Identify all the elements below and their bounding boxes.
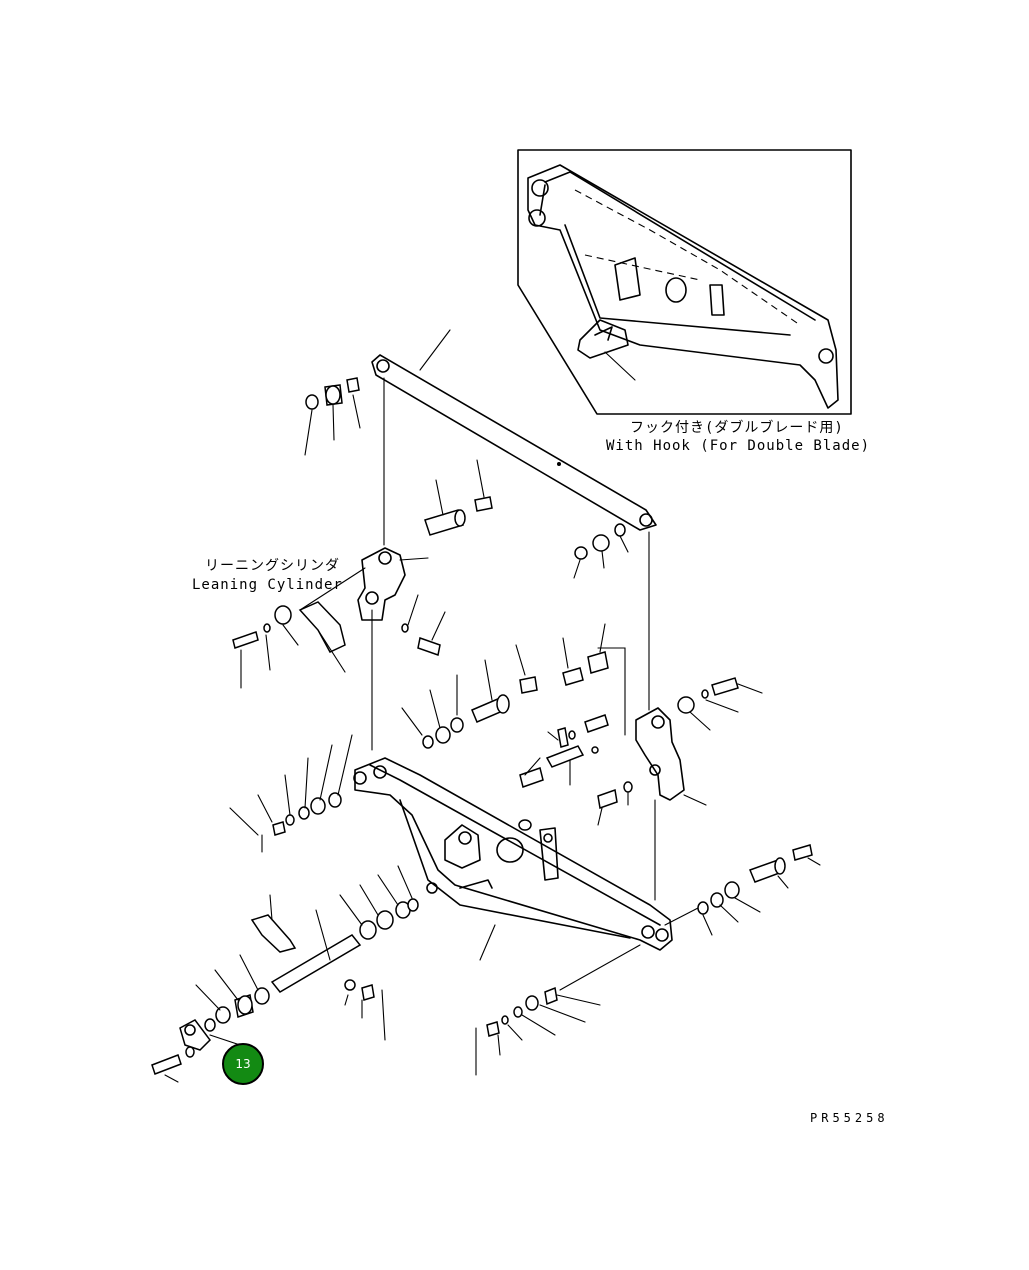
inset-frame — [517, 149, 852, 415]
drawing-code: PR55258 — [810, 1111, 889, 1125]
upper-pin — [424, 459, 493, 536]
center-hardware — [519, 714, 633, 826]
part-callout-number: 13 — [235, 1057, 251, 1071]
part-callout-13[interactable]: 13 — [222, 1043, 264, 1085]
inset-title-jp: フック付き(ダブルブレード用) — [630, 420, 844, 436]
cylinder-bracket-right — [635, 677, 763, 806]
middle-pin-group — [401, 623, 609, 749]
top-right-hardware — [573, 523, 629, 579]
top-left-hardware — [304, 377, 361, 456]
bottom-right-hardware — [475, 844, 821, 1076]
leaning-cylinder-label-en: Leaning Cylinder — [192, 577, 343, 593]
inset-title-en: With Hook (For Double Blade) — [606, 438, 871, 454]
left-hardware-stack — [229, 734, 353, 853]
lower-left-pins — [250, 865, 419, 1041]
leaning-cylinder-label-jp: リーニングシリンダ — [205, 558, 340, 574]
tie-bar — [371, 329, 657, 531]
cylinder-bracket-left — [232, 547, 446, 689]
bottom-left-hardware — [151, 954, 270, 1083]
main-frame — [353, 757, 673, 961]
